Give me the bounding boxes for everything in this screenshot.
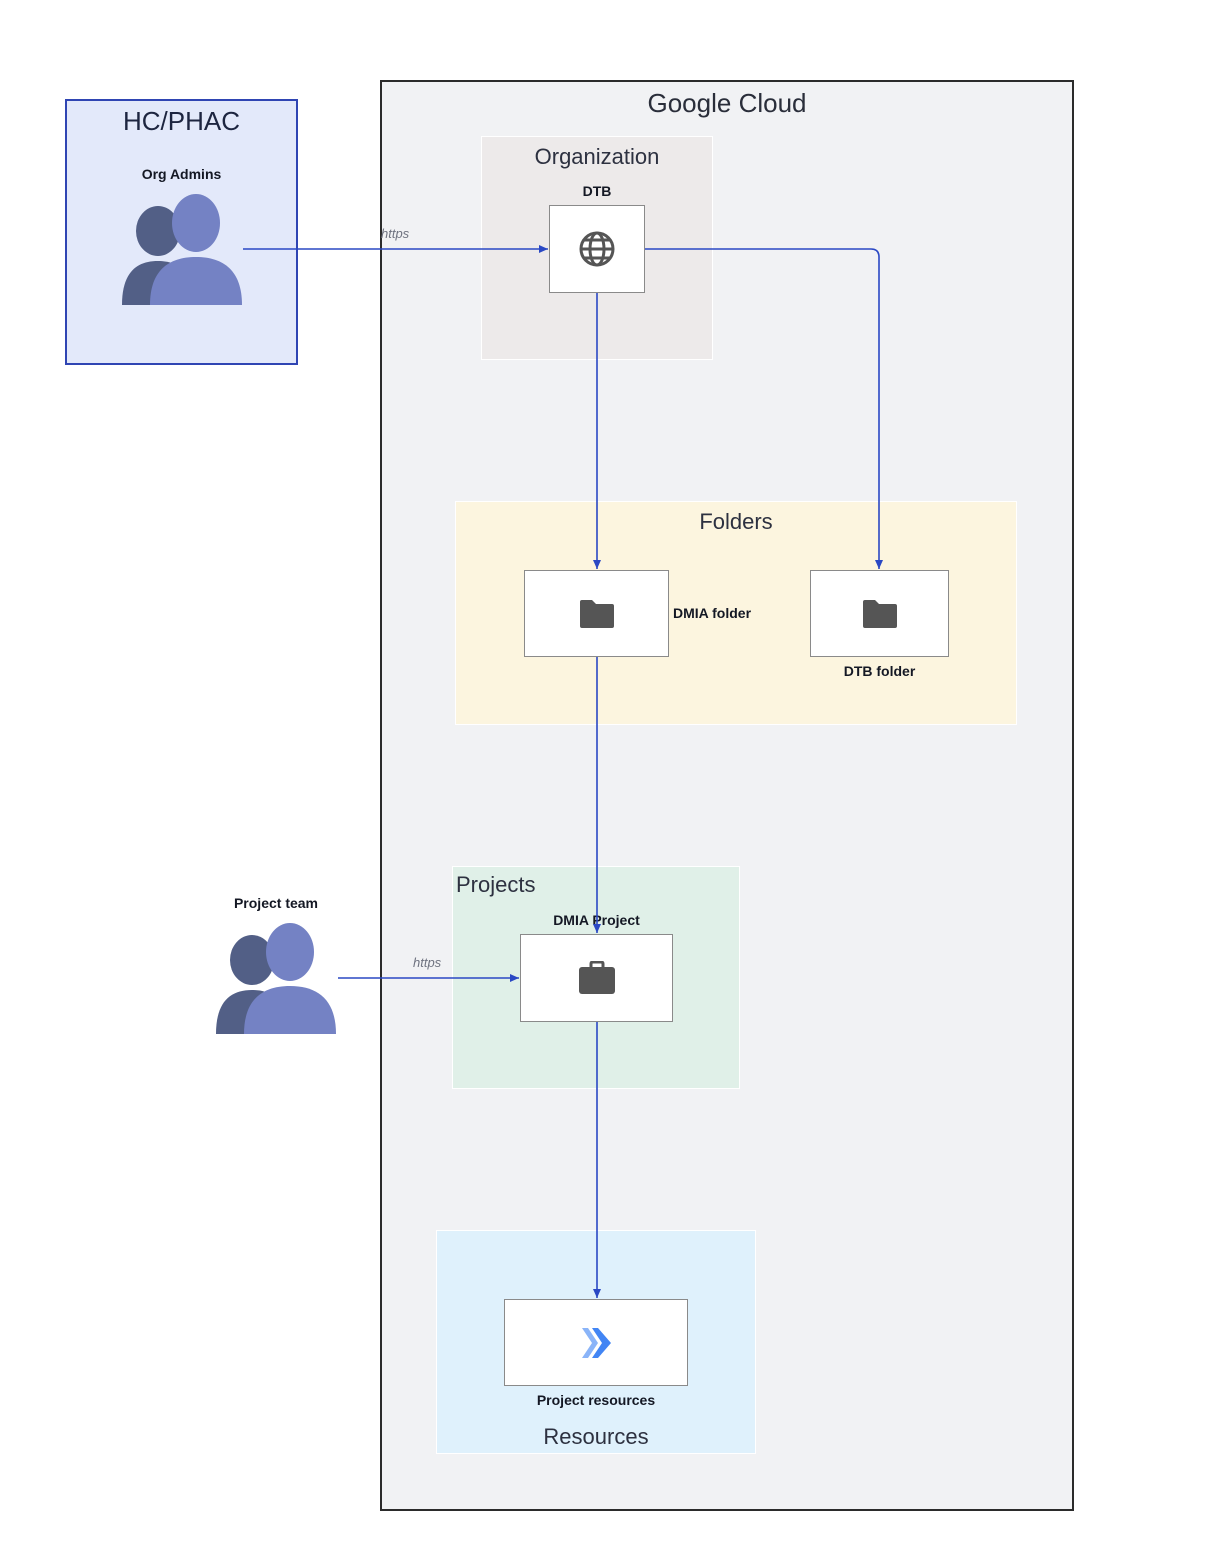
hc-phac-title: HC/PHAC [122, 106, 240, 136]
dtb-folder-label: DTB folder [843, 663, 916, 679]
folders-title: Folders [699, 509, 773, 534]
project-team-users-icon [216, 923, 336, 1034]
globe-icon [579, 231, 615, 267]
dmia-project-node[interactable] [520, 934, 673, 1022]
dtb-label: DTB [582, 183, 612, 199]
dtb-folder-node[interactable] [810, 570, 949, 657]
org-admins-label: Org Admins [141, 166, 222, 182]
resources-title: Resources [543, 1424, 649, 1449]
dtb-node[interactable] [549, 205, 645, 293]
folder-icon [579, 599, 614, 628]
team-to-project-protocol-label: https [413, 955, 442, 970]
org-admins-users-icon [122, 194, 242, 305]
cloud-resources-icon [582, 1327, 611, 1358]
dmia-folder-label: DMIA folder [673, 605, 752, 621]
google-cloud-title: Google Cloud [647, 88, 807, 118]
organization-title: Organization [534, 144, 660, 169]
admins-to-dtb-protocol-label: https [381, 226, 410, 241]
project-resources-label: Project resources [536, 1392, 656, 1408]
projects-title: Projects [456, 872, 536, 897]
dtb-to-dtb-folder-connector [645, 248, 883, 569]
dmia-folder-node[interactable] [524, 570, 669, 657]
project-team-label: Project team [233, 895, 319, 911]
briefcase-icon [578, 961, 615, 994]
folder-icon [862, 599, 897, 628]
project-resources-node[interactable] [504, 1299, 688, 1386]
